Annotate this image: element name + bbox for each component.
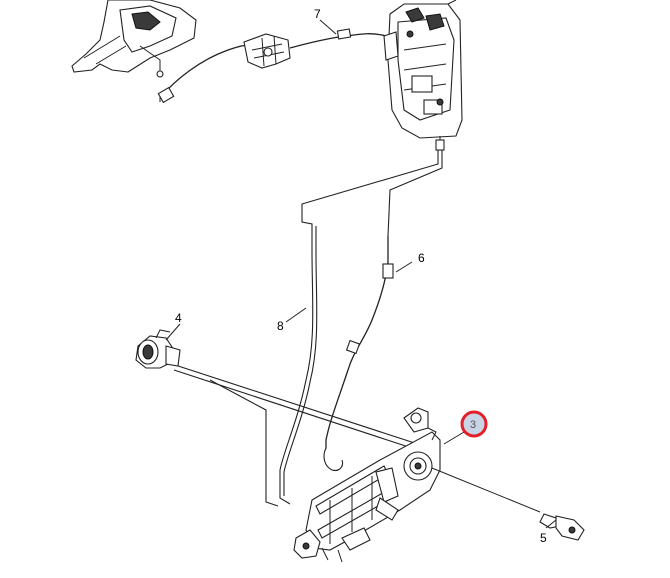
- highlight-ring: [460, 410, 488, 438]
- svg-text:6: 6: [418, 251, 425, 265]
- svg-text:3: 3: [470, 419, 476, 431]
- inner-handle-bracket: [71, 0, 197, 78]
- callout-7: 7: [314, 7, 321, 21]
- cable-7: [157, 28, 387, 104]
- svg-text:4: 4: [175, 311, 182, 325]
- callout-3-highlighted: 3: [460, 410, 488, 438]
- svg-text:5: 5: [540, 531, 547, 545]
- rod-8: [279, 150, 439, 505]
- callout-4: 4: [175, 311, 182, 325]
- screw-5: [431, 467, 585, 541]
- callout-8: 8: [277, 319, 284, 333]
- rod-4: [171, 363, 431, 507]
- cable-6: [323, 150, 443, 472]
- callout-5: 5: [540, 531, 547, 545]
- door-lock-actuator: [383, 0, 463, 151]
- callout-6: 6: [418, 251, 425, 265]
- lock-cylinder-4: [135, 329, 181, 369]
- svg-text:8: 8: [277, 319, 284, 333]
- svg-text:7: 7: [314, 7, 321, 21]
- outer-handle-assembly: [293, 407, 441, 563]
- leader-lines: [165, 19, 557, 529]
